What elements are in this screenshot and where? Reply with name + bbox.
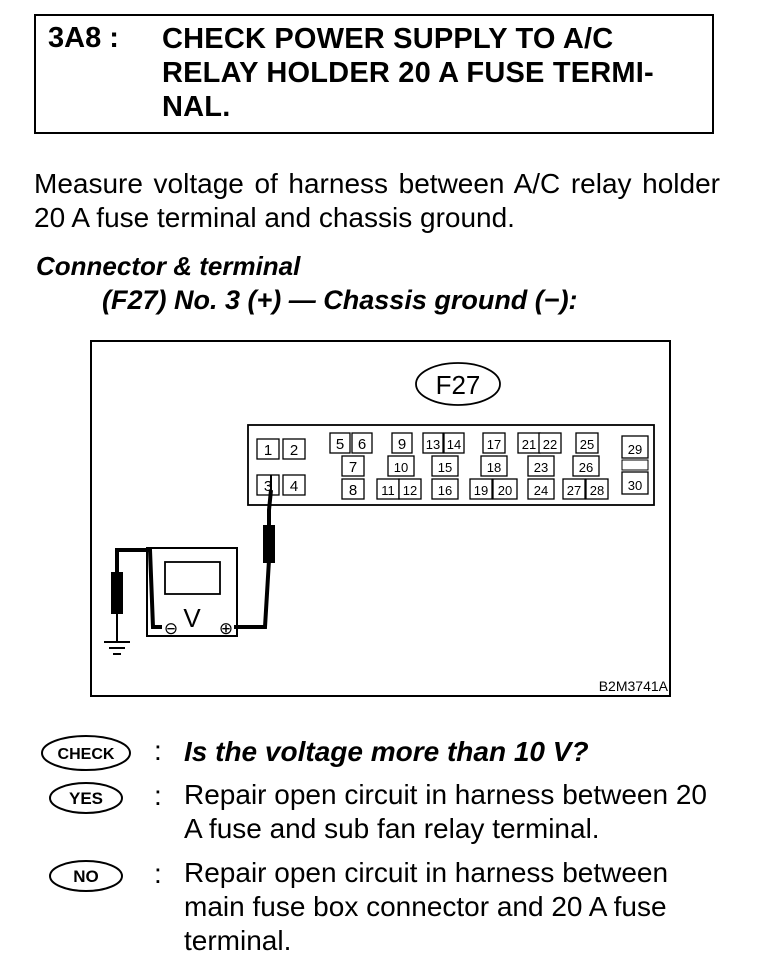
terminal-7-cavity: [341, 455, 365, 477]
minus-terminal-symbol: ⊖: [164, 619, 178, 639]
terminal-10-label: 10: [394, 460, 408, 475]
negative-lead-wire: [115, 548, 162, 629]
terminal-20-cavity: [492, 478, 518, 500]
terminal-15-cavity: [431, 455, 459, 477]
check-badge: CHECK: [41, 735, 131, 771]
terminal-9-cavity: [391, 432, 413, 454]
terminal-24-cavity: [527, 478, 555, 500]
terminal-22-cavity: [538, 432, 562, 454]
terminal-27-label: 27: [567, 483, 581, 498]
diagram-frame: [90, 340, 671, 697]
terminal-30-cavity: [621, 471, 649, 495]
terminal-1-label: 1: [264, 442, 272, 459]
yes-colon: :: [154, 780, 162, 811]
negative-probe: [111, 572, 123, 614]
check-colon: :: [154, 735, 162, 766]
voltmeter: V ⊖ ⊕: [146, 547, 238, 639]
no-badge: NO: [49, 860, 123, 892]
yes-answer: Repair open circuit in harness between 2…: [184, 779, 707, 844]
terminal-9-label: 9: [398, 436, 406, 453]
terminal-14-cavity: [443, 432, 465, 454]
terminal-24-label: 24: [534, 483, 548, 498]
terminal-8-label: 8: [349, 482, 357, 499]
ground-symbol: [104, 641, 130, 655]
terminal-16-label: 16: [438, 483, 452, 498]
terminal-3-cavity: [256, 474, 280, 496]
check-question: Is the voltage more than 10 V?: [184, 736, 589, 767]
terminal-25-label: 25: [580, 437, 594, 452]
intro-text: Measure voltage of harness between A/C r…: [34, 168, 720, 233]
terminal-3-label: 3: [264, 478, 272, 495]
step-title-box: 3A8 : CHECK POWER SUPPLY TO A/C RELAY HO…: [34, 14, 714, 134]
terminal-23-cavity: [527, 455, 555, 477]
terminal-26-label: 26: [579, 460, 593, 475]
terminal-27-cavity: [562, 478, 586, 500]
terminal-2-label: 2: [290, 442, 298, 459]
terminal-1-cavity: [256, 438, 280, 460]
terminal-19-cavity: [469, 478, 493, 500]
terminal-23-label: 23: [534, 460, 548, 475]
terminal-22-label: 22: [543, 437, 557, 452]
voltmeter-display: [164, 561, 221, 595]
terminal-29-cavity: [621, 435, 649, 459]
connector-spec: (F27) No. 3 (+) — Chassis ground (−):: [102, 285, 578, 315]
terminal-8-cavity: [341, 478, 365, 500]
terminal-4-label: 4: [290, 478, 298, 495]
connector-id-label: F27: [436, 370, 481, 400]
terminal-16-cavity: [431, 478, 459, 500]
terminal-6-label: 6: [358, 436, 366, 453]
terminal-21-label: 21: [522, 437, 536, 452]
no-colon: :: [154, 858, 162, 889]
terminal-28-label: 28: [590, 483, 604, 498]
connector-heading: Connector & terminal: [36, 251, 301, 281]
step-id: 3A8 :: [48, 22, 119, 54]
yes-badge-label: YES: [69, 789, 103, 808]
step-title: CHECK POWER SUPPLY TO A/C RELAY HOLDER 2…: [162, 23, 654, 123]
terminal-25-cavity: [575, 432, 599, 454]
no-badge-label: NO: [73, 867, 99, 886]
terminal-6-cavity: [351, 432, 373, 454]
terminal-10-cavity: [387, 455, 415, 477]
terminal-12-cavity: [398, 478, 422, 500]
check-badge-label: CHECK: [58, 746, 115, 763]
terminal-19-label: 19: [474, 483, 488, 498]
terminal-18-cavity: [480, 455, 508, 477]
terminal-28-cavity: [585, 478, 609, 500]
terminal-5-cavity: [329, 432, 351, 454]
terminal-2-cavity: [282, 438, 306, 460]
plus-terminal-symbol: ⊕: [219, 619, 233, 639]
terminal-18-label: 18: [487, 460, 501, 475]
terminal-20-label: 20: [498, 483, 512, 498]
spacer-cavity: [621, 459, 649, 471]
yes-badge: YES: [49, 782, 123, 814]
no-answer: Repair open circuit in harness between m…: [184, 857, 669, 956]
terminal-29-label: 29: [628, 442, 642, 457]
terminal-7-label: 7: [349, 459, 357, 476]
terminal-11-label: 11: [381, 483, 395, 498]
terminal-14-label: 14: [447, 437, 461, 452]
terminal-17-cavity: [482, 432, 506, 454]
figure-code: B2M3741A: [599, 678, 669, 694]
positive-probe: [263, 525, 275, 563]
terminal-13-cavity: [422, 432, 444, 454]
terminal-15-label: 15: [438, 460, 452, 475]
connector-id-ellipse: [415, 362, 501, 406]
terminal-30-label: 30: [628, 478, 642, 493]
terminal-4-cavity: [282, 474, 306, 496]
terminal-26-cavity: [572, 455, 600, 477]
terminal-17-label: 17: [487, 437, 501, 452]
terminal-13-label: 13: [426, 437, 440, 452]
terminal-12-label: 12: [403, 483, 417, 498]
terminal-5-label: 5: [336, 436, 344, 453]
voltmeter-symbol: V: [183, 603, 201, 633]
